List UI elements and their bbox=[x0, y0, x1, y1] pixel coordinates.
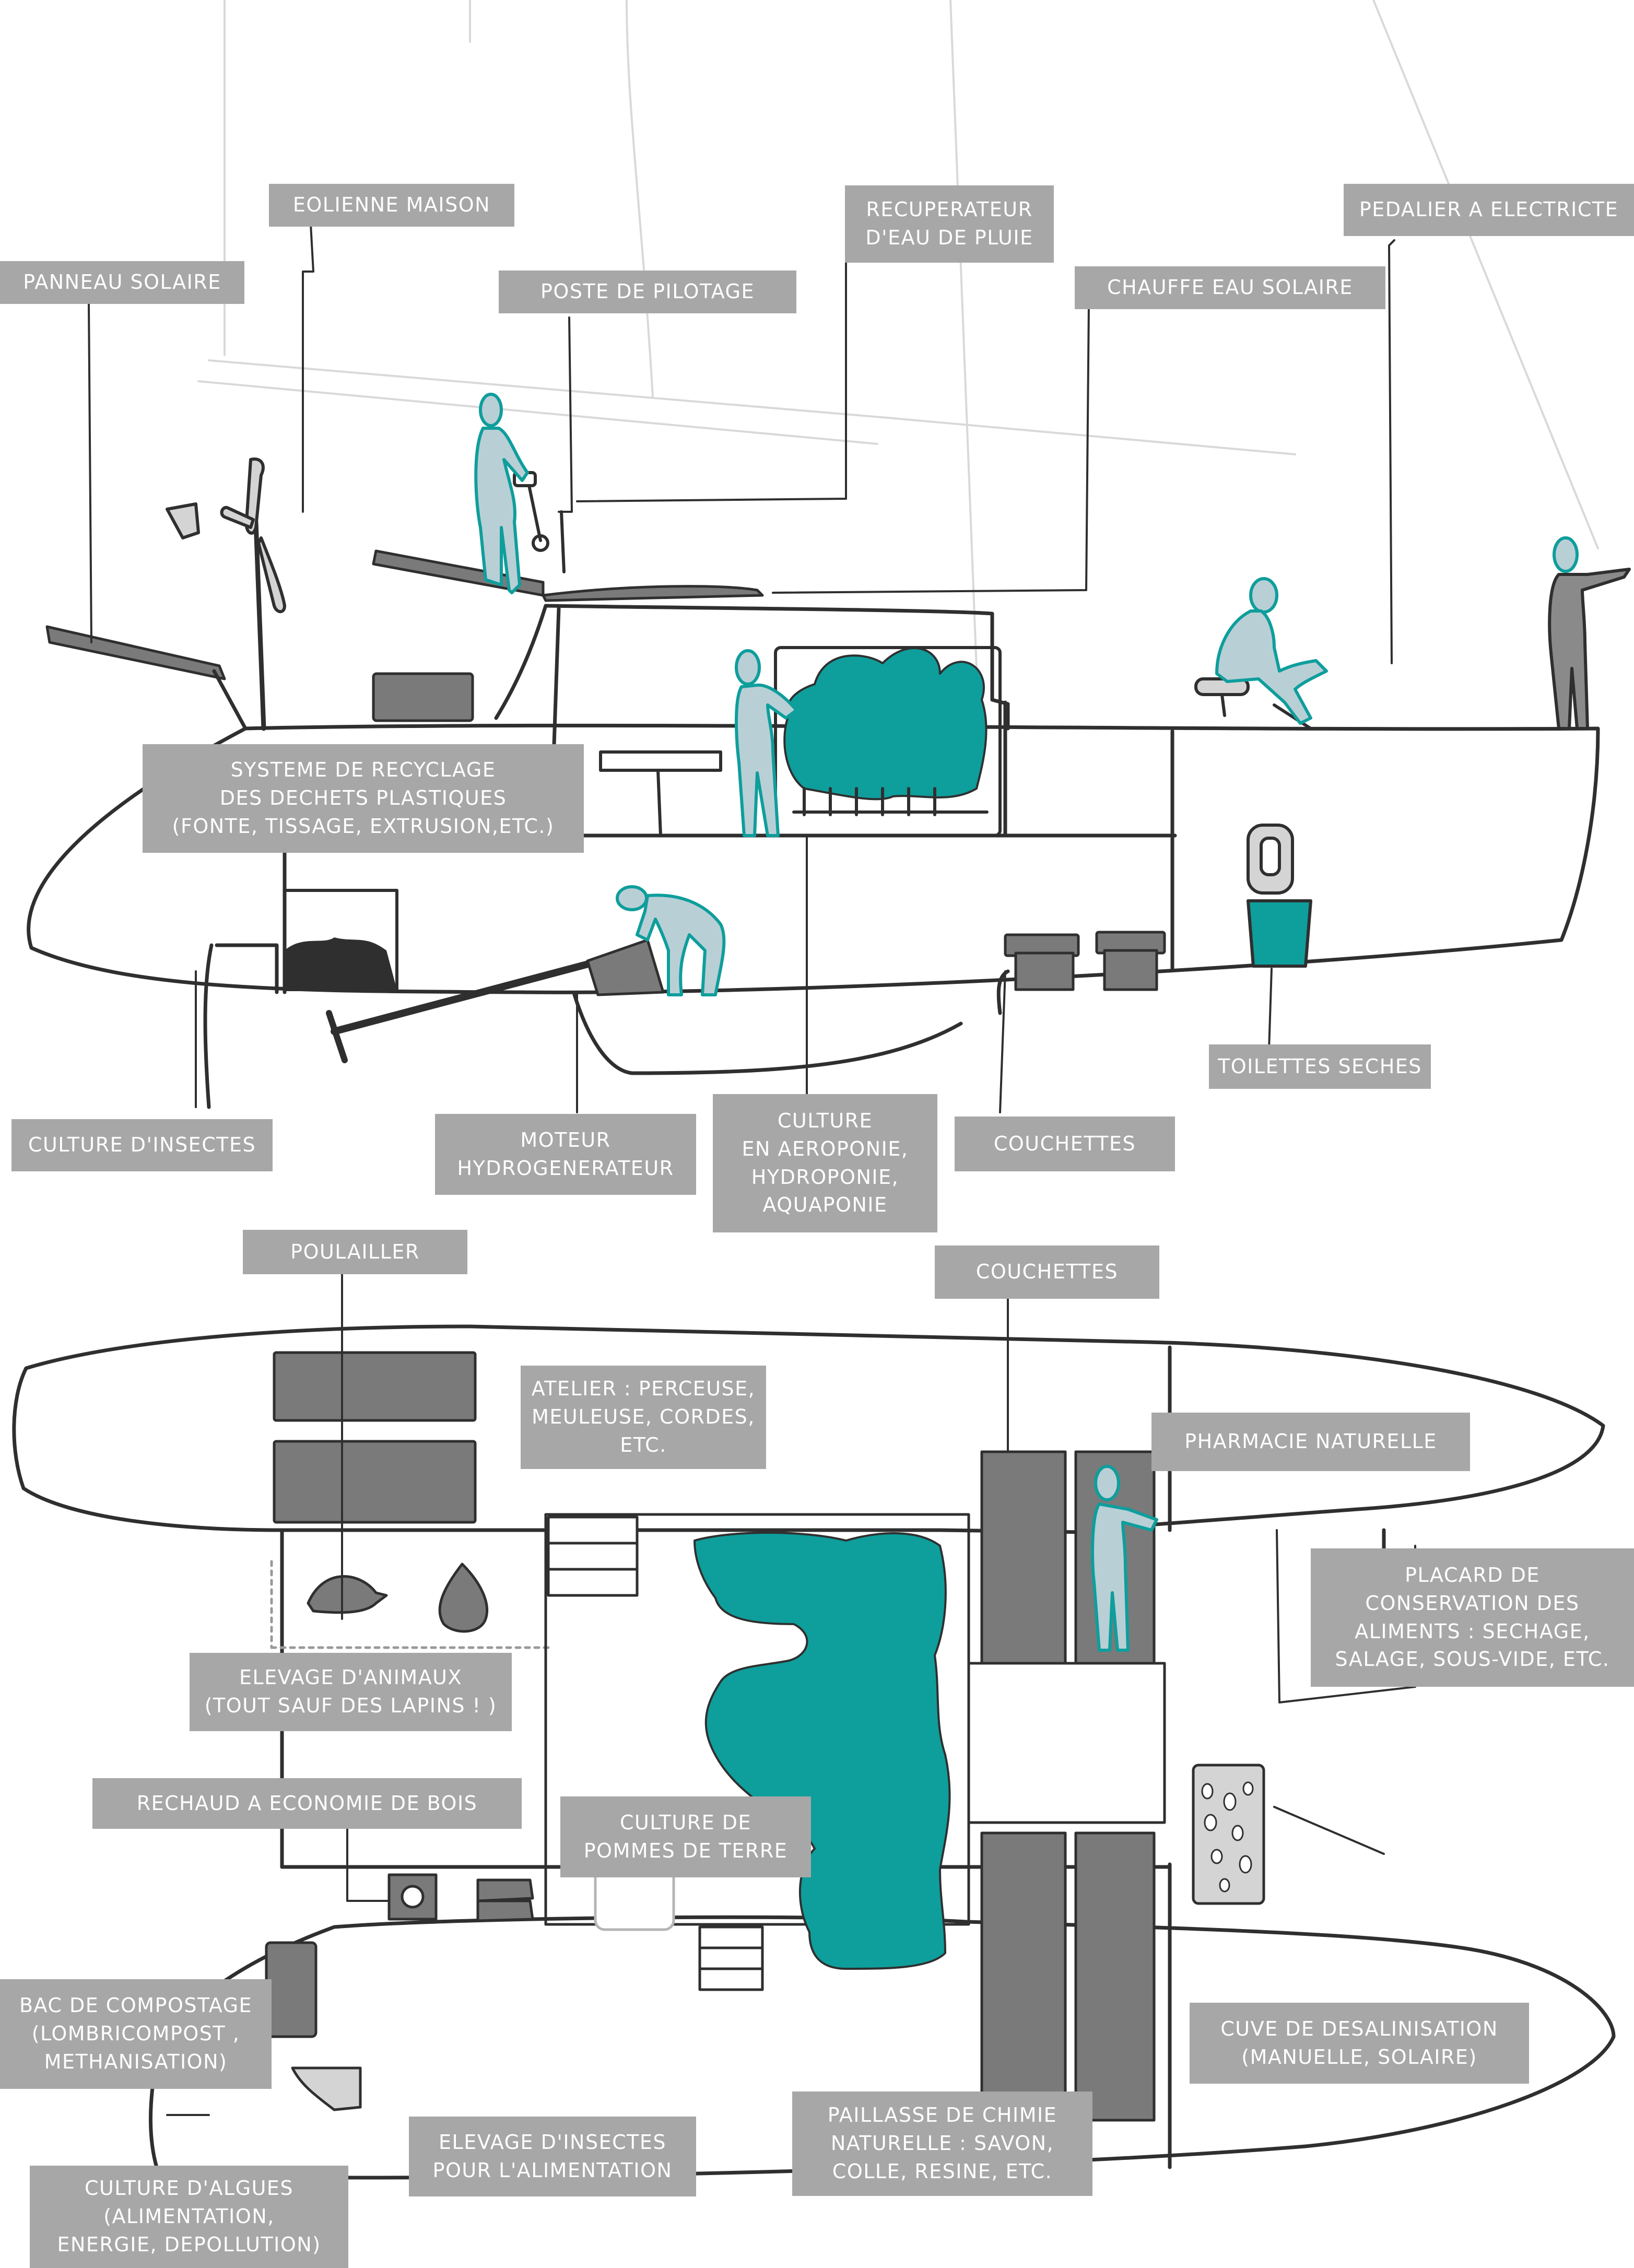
algae-vat bbox=[291, 2066, 362, 2111]
label-chauffe-eau-solaire: CHAUFFE EAU SOLAIRE bbox=[1075, 266, 1385, 309]
label-eolienne-maison: EOLIENNE MAISON bbox=[269, 184, 514, 227]
plan-stairs bbox=[547, 1515, 764, 1991]
stove-shape bbox=[387, 1873, 534, 1922]
label-pommes-de-terre: CULTURE DE POMMES DE TERRE bbox=[560, 1796, 811, 1877]
helm-shape bbox=[513, 471, 566, 573]
person-mechanic bbox=[616, 885, 726, 996]
label-elevage-insectes: ELEVAGE D'INSECTES POUR L'ALIMENTATION bbox=[409, 2117, 696, 2196]
desalination-tank bbox=[1192, 1764, 1265, 1905]
potato-garden bbox=[693, 1532, 951, 1970]
table-shape bbox=[599, 750, 722, 837]
engine-block bbox=[586, 938, 665, 996]
garden-frame bbox=[774, 646, 1002, 837]
label-toilettes-seches: TOILETTES SECHES bbox=[1209, 1044, 1431, 1089]
recycling-material bbox=[285, 937, 397, 990]
label-atelier: ATELIER : PERCEUSE, MEULEUSE, CORDES, ET… bbox=[521, 1366, 766, 1469]
dry-toilet-shape bbox=[1247, 824, 1312, 968]
propeller-shaft bbox=[331, 960, 594, 1035]
label-moteur: MOTEUR HYDROGENERATEUR bbox=[435, 1114, 696, 1195]
aeroponic-foliage bbox=[783, 647, 988, 801]
mast-rigging bbox=[197, 0, 1599, 669]
person-pedaler bbox=[1215, 577, 1328, 725]
animal-shapes bbox=[307, 1562, 489, 1633]
label-culture-aeroponie: CULTURE EN AEROPONIE, HYDROPONIE, AQUAPO… bbox=[713, 1094, 937, 1232]
label-couchettes-plan: COUCHETTES bbox=[935, 1245, 1159, 1299]
label-paillasse: PAILLASSE DE CHIMIE NATURELLE : SAVON, C… bbox=[792, 2091, 1092, 2196]
person-pilot bbox=[474, 393, 529, 594]
deck-box bbox=[372, 672, 474, 722]
plant-roots bbox=[792, 787, 989, 816]
label-couchettes-side: COUCHETTES bbox=[955, 1117, 1175, 1171]
label-pedalier: PEDALIER A ELECTRICTE bbox=[1344, 184, 1634, 236]
label-elevage-animaux: ELEVAGE D'ANIMAUX (TOUT SAUF DES LAPINS … bbox=[190, 1653, 512, 1731]
label-recuperateur-eau: RECUPERATEUR D'EAU DE PLUIE bbox=[845, 185, 1054, 263]
cockpit-platform bbox=[542, 585, 764, 602]
label-rechaud: RECHAUD A ECONOMIE DE BOIS bbox=[92, 1778, 522, 1829]
person-gardener bbox=[735, 649, 798, 837]
wind-turbine-shape bbox=[166, 457, 286, 731]
label-pharmacie: PHARMACIE NATURELLE bbox=[1151, 1413, 1470, 1471]
label-placard: PLACARD DE CONSERVATION DES ALIMENTS : S… bbox=[1311, 1548, 1634, 1687]
label-panneau-solaire: PANNEAU SOLAIRE bbox=[0, 261, 244, 304]
solar-panel-shape bbox=[45, 625, 226, 680]
label-recyclage: SYSTEME DE RECYCLAGE DES DECHETS PLASTIQ… bbox=[143, 744, 584, 853]
label-poulailler: POULAILLER bbox=[243, 1230, 467, 1274]
plan-dividers bbox=[270, 1513, 1166, 1926]
compost-bin bbox=[265, 1941, 318, 2038]
leader-lines bbox=[88, 224, 1416, 2116]
label-culture-insectes: CULTURE D'INSECTES bbox=[11, 1119, 273, 1171]
label-compostage: BAC DE COMPOSTAGE (LOMBRICOMPOST , METHA… bbox=[0, 1979, 272, 2089]
label-poste-de-pilotage: POSTE DE PILOTAGE bbox=[499, 271, 796, 313]
label-culture-algues: CULTURE D'ALGUES (ALIMENTATION, ENERGIE,… bbox=[30, 2166, 348, 2268]
person-plan bbox=[1091, 1465, 1158, 1652]
plan-bunks bbox=[980, 1450, 1156, 2122]
label-desalinisation: CUVE DE DESALINISATION (MANUELLE, SOLAIR… bbox=[1190, 2003, 1529, 2084]
person-observer bbox=[1548, 536, 1631, 730]
workshop-benches bbox=[273, 1351, 477, 1524]
bunk-boxes bbox=[1004, 931, 1166, 991]
